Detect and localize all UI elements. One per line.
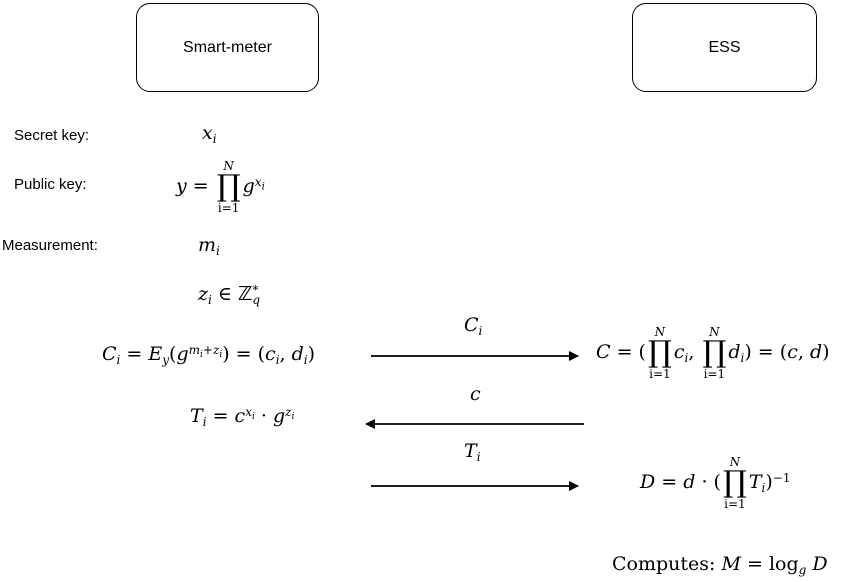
public-key-label: Public key: [14,176,87,193]
message-t-i-label: Ti [464,440,481,465]
message-c-i-label: Ci [464,314,483,339]
ciphertext-formula: Ci = Ey(gmi+zi) = (ci, di) [102,343,316,368]
measurement-label: Measurement: [2,237,98,254]
secret-key-formula: xi [202,122,217,147]
random-z-formula: zi ∈ ℤ*q [198,283,261,308]
smart-meter-box: Smart-meter [136,3,319,92]
ess-label: ESS [708,38,741,56]
t-formula: Ti = cxi · gzi [190,405,295,430]
message-c-label: c [470,383,481,405]
smart-meter-label: Smart-meter [183,38,272,56]
computes-prefix: Computes: [612,553,716,575]
product-operator: N∏i=1 [216,159,241,215]
measurement-formula: mi [198,234,220,259]
secret-key-label: Secret key: [14,127,90,144]
computes-formula: Computes: M = logg D [612,553,828,578]
ess-box: ESS [632,3,817,92]
